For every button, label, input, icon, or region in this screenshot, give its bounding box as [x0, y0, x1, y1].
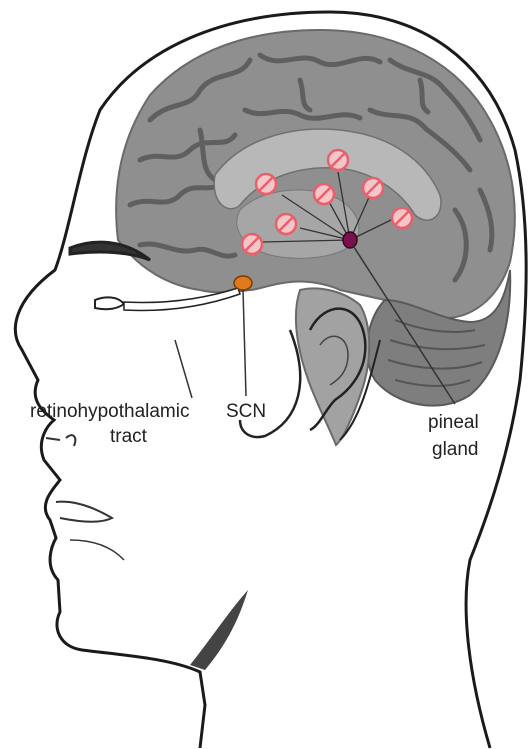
receptor-icon — [363, 178, 383, 198]
receptor-icon — [392, 208, 412, 228]
pineal-gland-icon — [343, 232, 357, 248]
receptor-icon — [314, 184, 334, 204]
tract-label-line1: retinohypothalamic — [30, 401, 189, 422]
receptor-icon — [276, 214, 296, 234]
receptor-icon — [242, 234, 262, 254]
tract-label-line2: tract — [110, 426, 148, 447]
pineal-label-line1: pineal — [428, 412, 479, 433]
scn-nucleus-icon — [234, 276, 252, 290]
pineal-label-line2: gland — [432, 439, 479, 460]
eye — [95, 297, 124, 309]
receptor-icon — [256, 174, 276, 194]
scn-label: SCN — [226, 401, 266, 422]
receptor-icon — [328, 150, 348, 170]
